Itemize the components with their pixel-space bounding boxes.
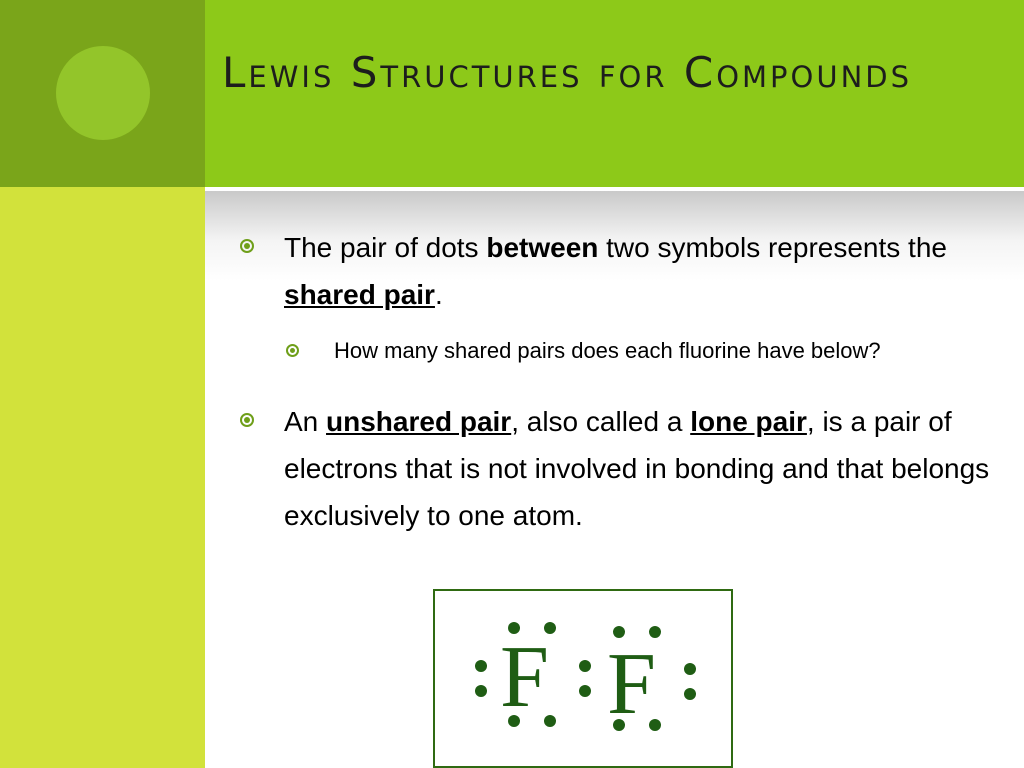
electron-dot [508, 715, 520, 727]
electron-dot [475, 685, 487, 697]
sub-bullet-question: How many shared pairs does each fluorine… [282, 332, 1002, 370]
bullet-text-underlined: shared pair [284, 279, 435, 310]
electron-dot [613, 719, 625, 731]
electron-dot [684, 663, 696, 675]
shared-electron-dot [579, 685, 591, 697]
electron-dot [649, 626, 661, 638]
electron-dot [544, 622, 556, 634]
bullet-list: The pair of dots between two symbols rep… [232, 224, 1002, 539]
fluorine-atom-left: F [500, 629, 549, 726]
electron-dot [475, 660, 487, 672]
bullet-text-part: two symbols represents the [598, 232, 947, 263]
sub-bullet-text: How many shared pairs does each fluorine… [334, 338, 881, 363]
decorative-circle [56, 46, 150, 140]
electron-dot [544, 715, 556, 727]
electron-dot [508, 622, 520, 634]
bullet-shared-pair: The pair of dots between two symbols rep… [232, 224, 1002, 318]
slide-title: Lewis Structures for Compounds [222, 48, 913, 97]
electron-dot [649, 719, 661, 731]
bullet-text-part: , also called a [511, 406, 691, 437]
shared-electron-dot [579, 660, 591, 672]
bullet-text-underlined: unshared pair [326, 406, 512, 437]
left-bottom-panel [0, 187, 205, 768]
bullet-text-underlined: lone pair [690, 406, 807, 437]
title-divider [205, 187, 1024, 191]
bullet-text-bold: between [486, 232, 599, 263]
bullet-text-part: The pair of dots [284, 232, 487, 263]
left-top-panel [0, 0, 205, 187]
bullet-marker-icon [240, 413, 254, 427]
bullet-marker-icon [240, 239, 254, 253]
lewis-structure-box: F F [433, 589, 733, 768]
electron-dot [684, 688, 696, 700]
bullet-text-part: , is a pair of electrons that is not inv… [284, 406, 990, 531]
lewis-structure-diagram: F F [475, 622, 696, 733]
bullet-text-part: An [284, 406, 327, 437]
bullet-unshared-pair: An unshared pair, also called a lone pai… [232, 398, 1002, 539]
title-band [205, 0, 1024, 187]
fluorine-atom-right: F [607, 636, 656, 733]
sub-bullet-marker-icon [286, 344, 299, 357]
electron-dot [613, 626, 625, 638]
content-shade [205, 191, 1024, 281]
bullet-text-part: . [434, 279, 443, 310]
